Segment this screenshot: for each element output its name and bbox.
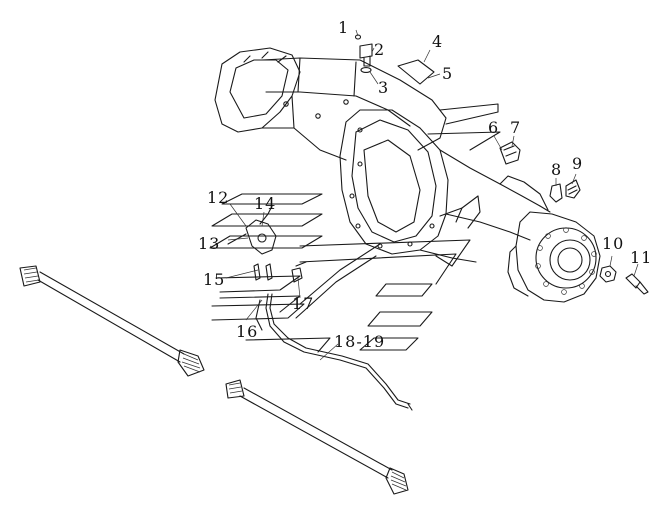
callout-15: 15: [203, 270, 226, 289]
callout-11: 11: [630, 248, 653, 267]
callout-10: 10: [602, 234, 625, 253]
callout-7: 7: [510, 118, 522, 137]
callout-8: 8: [551, 160, 563, 179]
bracket-panels: [209, 103, 501, 353]
callout-4: 4: [432, 32, 444, 51]
callout-16: 16: [236, 322, 259, 341]
callout-6: 6: [488, 118, 500, 137]
half-shaft-lower: [225, 379, 409, 495]
callout-1: 1: [338, 18, 350, 37]
callout-12: 12: [207, 188, 230, 207]
callout-9: 9: [572, 154, 584, 173]
callout-2: 2: [374, 40, 386, 59]
axle-housing: [214, 47, 601, 303]
callout-5: 5: [442, 64, 454, 83]
brake-pipe: [255, 293, 413, 411]
callout-14: 14: [254, 194, 277, 213]
callout-13: 13: [198, 234, 221, 253]
leader-lines: [225, 29, 639, 361]
callout-17: 17: [292, 294, 315, 313]
half-shaft-upper: [19, 265, 205, 377]
callout-3: 3: [378, 78, 390, 97]
callout-18-19: 18-19: [334, 332, 386, 351]
